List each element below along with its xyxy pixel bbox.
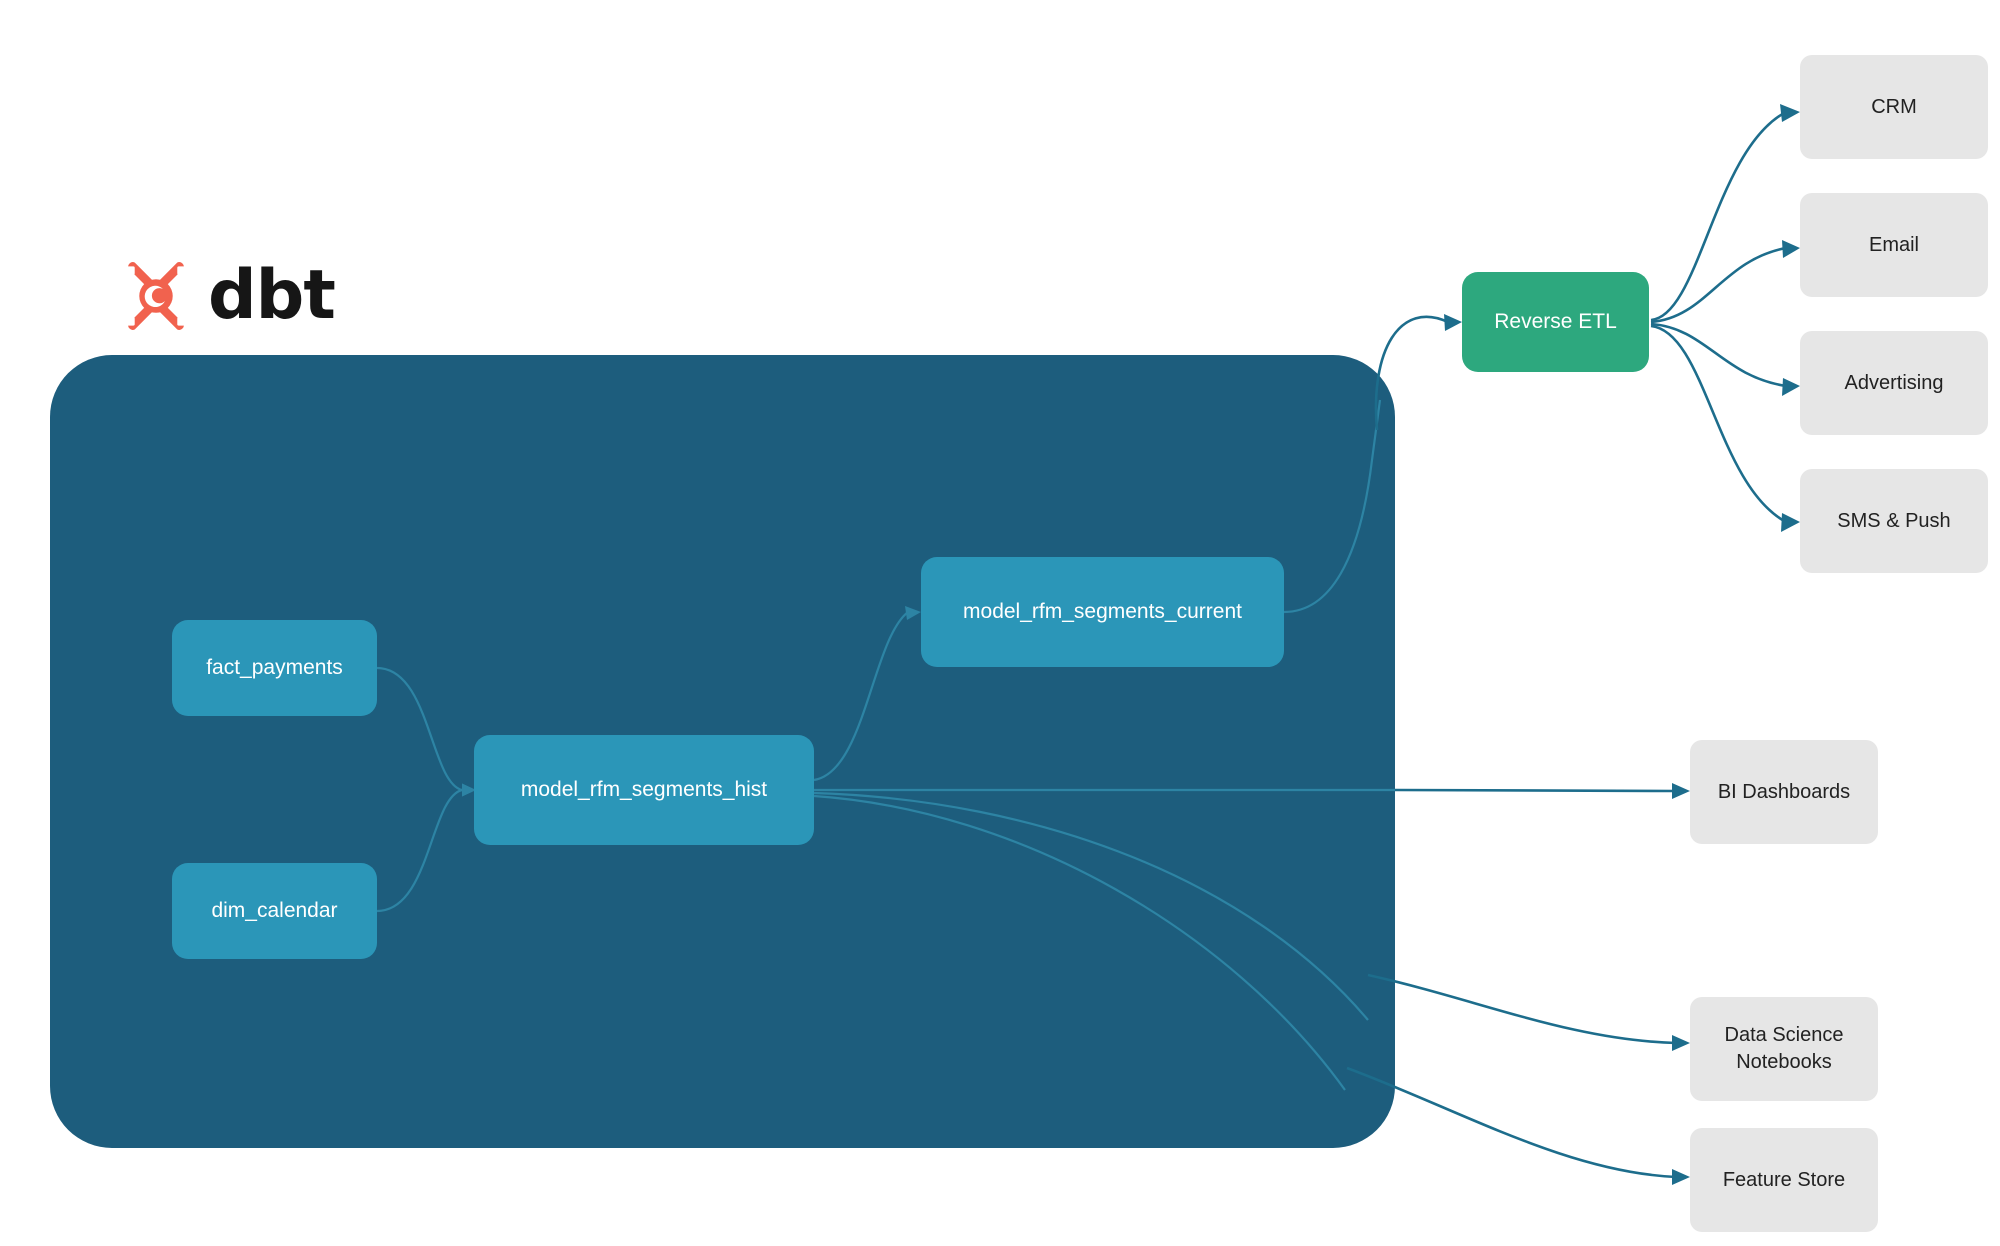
edge-reverse-etl-to-crm xyxy=(1650,110,1787,322)
arrowhead-icon xyxy=(1672,783,1690,799)
target-node-email[interactable]: Email xyxy=(1800,193,1988,297)
target-node-sms-push[interactable]: SMS & Push xyxy=(1800,469,1988,573)
model-node-label: model_rfm_segments_current xyxy=(963,600,1242,623)
dbt-hexagon-x-logo-icon xyxy=(118,258,194,334)
target-node-advertising[interactable]: Advertising xyxy=(1800,331,1988,435)
target-node-feature-store[interactable]: Feature Store xyxy=(1690,1128,1878,1232)
target-node-label-line-2: Notebooks xyxy=(1736,1051,1832,1073)
arrowhead-icon xyxy=(1444,314,1462,331)
model-node-model-rfm-segments-hist[interactable]: model_rfm_segments_hist xyxy=(474,735,814,845)
model-node-dim-calendar[interactable]: dim_calendar xyxy=(172,863,377,959)
dbt-logo: dbt xyxy=(118,256,336,335)
arrowhead-icon xyxy=(1781,513,1800,532)
arrowhead-icon xyxy=(1782,240,1800,258)
target-node-label: CRM xyxy=(1871,95,1917,118)
model-node-label: model_rfm_segments_hist xyxy=(520,778,768,801)
arrowhead-icon xyxy=(1672,1169,1690,1185)
edge-container-to-feature-store xyxy=(1346,1066,1677,1179)
target-node-label: BI Dashboards xyxy=(1717,780,1851,803)
model-node-label: fact_payments xyxy=(206,656,343,679)
reverse-etl-label: Reverse ETL xyxy=(1494,310,1617,333)
edge-container-to-bi-dashboards xyxy=(1394,788,1677,793)
target-node-label: SMS & Push xyxy=(1837,509,1951,532)
model-node-fact-payments[interactable]: fact_payments xyxy=(172,620,377,716)
target-node-label-line-1: Data Science xyxy=(1724,1024,1844,1046)
target-node-label: Feature Store xyxy=(1722,1168,1846,1191)
arrowhead-icon xyxy=(1672,1035,1690,1051)
target-node-crm[interactable]: CRM xyxy=(1800,55,1988,159)
target-node-data-science-notebooks[interactable]: Data Science Notebooks xyxy=(1690,997,1878,1101)
model-node-label: dim_calendar xyxy=(211,899,338,922)
target-node-label: Data Science Notebooks xyxy=(1725,1022,1844,1076)
edge-reverse-etl-to-sms-push xyxy=(1650,324,1787,524)
target-node-label: Email xyxy=(1868,233,1919,256)
model-node-model-rfm-segments-current[interactable]: model_rfm_segments_current xyxy=(921,557,1284,667)
edge-container-to-ds-notebooks xyxy=(1367,973,1677,1045)
arrowhead-icon xyxy=(1780,104,1800,122)
target-node-bi-dashboards[interactable]: BI Dashboards xyxy=(1690,740,1878,844)
arrowhead-icon xyxy=(1782,378,1800,396)
reverse-etl-node[interactable]: Reverse ETL xyxy=(1462,272,1649,372)
edge-reverse-etl-to-email xyxy=(1650,246,1787,324)
edge-reverse-etl-to-advertising xyxy=(1650,322,1787,388)
dbt-wordmark: dbt xyxy=(208,256,336,335)
target-node-label: Advertising xyxy=(1844,371,1944,394)
